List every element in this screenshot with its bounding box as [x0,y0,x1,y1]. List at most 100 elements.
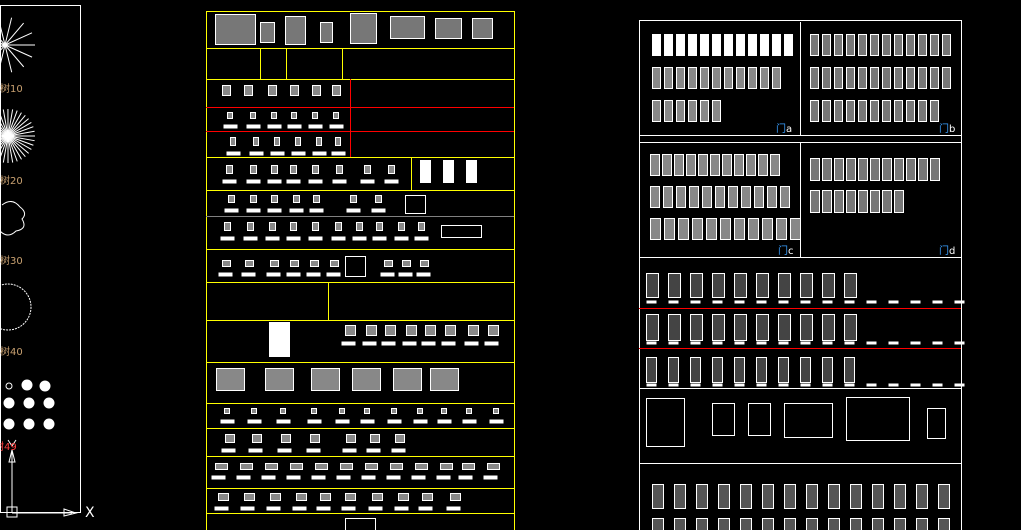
table-lamp-symbol [335,137,341,146]
branch-line [4,17,13,46]
door-elevation [646,314,659,341]
door-elevation [740,484,752,509]
door-c-elevation [776,218,787,240]
branch-line [7,135,26,157]
label-tag [331,236,346,241]
door-elevation [844,314,857,341]
sanitary-symbol [218,493,229,501]
door-c-elevation [715,186,725,208]
label-tag [267,208,282,213]
branch-line [7,135,34,146]
label-tag [690,341,701,345]
shrub-symbol [43,418,55,430]
label-tag [267,179,282,184]
label-tag [668,300,679,304]
tree-40-symbol [0,283,32,331]
door-c-elevation [662,154,672,176]
label-tag [362,341,377,346]
door-elevation [850,484,862,509]
label-tag [368,506,383,511]
shrub-symbol [23,418,35,430]
door-b-elevation [906,67,915,89]
door-a-elevation [688,34,697,56]
door-elevation [696,518,708,530]
door-c-elevation [710,154,720,176]
door-b-elevation [918,67,927,89]
label-tag [266,272,281,277]
branch-line [0,22,6,46]
label-tag [224,208,239,213]
frame-symbol [346,434,356,443]
branch-line [0,135,9,140]
chandelier-symbol [222,85,231,96]
label-tag [243,236,258,241]
branch-line [7,112,22,137]
door-elevation [806,518,818,530]
appliance-symbol [312,165,319,174]
accessory-symbol [391,408,397,414]
shrub-symbol [23,397,35,409]
label-tag [822,300,833,304]
tree-10-symbol [0,17,35,73]
arched-door-elevation [646,398,685,447]
label-tag [756,341,767,345]
door-c-elevation [706,218,717,240]
door-d-elevation [894,158,904,181]
branch-line [0,135,9,160]
frame-symbol [225,434,235,443]
branch-line [0,135,9,147]
door-d-elevation [810,190,820,213]
sanitary-symbol [422,493,433,501]
door-a-elevation [652,34,661,56]
label-tag [332,179,347,184]
bottom-block [345,518,376,530]
label-tag [800,300,811,304]
sanitary-symbol [296,493,307,501]
frame-symbol [281,434,291,443]
door-d-elevation [930,158,940,181]
door-b-elevation [858,67,867,89]
wall-lamp-symbol [312,112,318,119]
door-panel-b-label: 门b [939,124,956,135]
label-tag [366,448,381,453]
door-d-elevation [834,158,844,181]
branch-line [7,109,14,137]
tree-30-symbol [0,201,26,236]
door-a-elevation [748,67,757,89]
door-elevation [828,484,840,509]
accessory-symbol [224,408,230,414]
bed-symbol [330,260,339,267]
door-c-elevation [734,154,744,176]
accessory-symbol [280,408,286,414]
label-tag [844,341,855,345]
label-tag [309,208,324,213]
door-elevation [916,484,928,509]
plant-symbol [418,222,425,231]
label-tag [291,151,306,156]
kitchen-symbol [365,463,378,470]
label-tag [421,341,436,346]
label-tag [306,448,321,453]
door-a-elevation [700,67,709,89]
branch-line [0,134,9,137]
fixture-symbol [366,325,377,336]
branch-line [0,44,6,68]
label-tag [646,341,657,345]
door-a-elevation [700,100,709,122]
door-a-elevation [784,34,793,56]
label-tag [372,236,387,241]
arched-door-elevation [927,408,946,439]
sanitary-symbol [244,493,255,501]
branch-line [0,112,9,137]
door-b-elevation [870,67,879,89]
label-tag [220,419,235,424]
shrub-symbol [5,382,13,390]
label-tag [416,272,431,277]
label-tag [910,300,921,304]
label-tag [489,419,504,424]
door-c-elevation [722,154,732,176]
door-a-elevation [676,67,685,89]
label-tag [267,124,282,129]
cabinet-elevation [311,368,340,391]
